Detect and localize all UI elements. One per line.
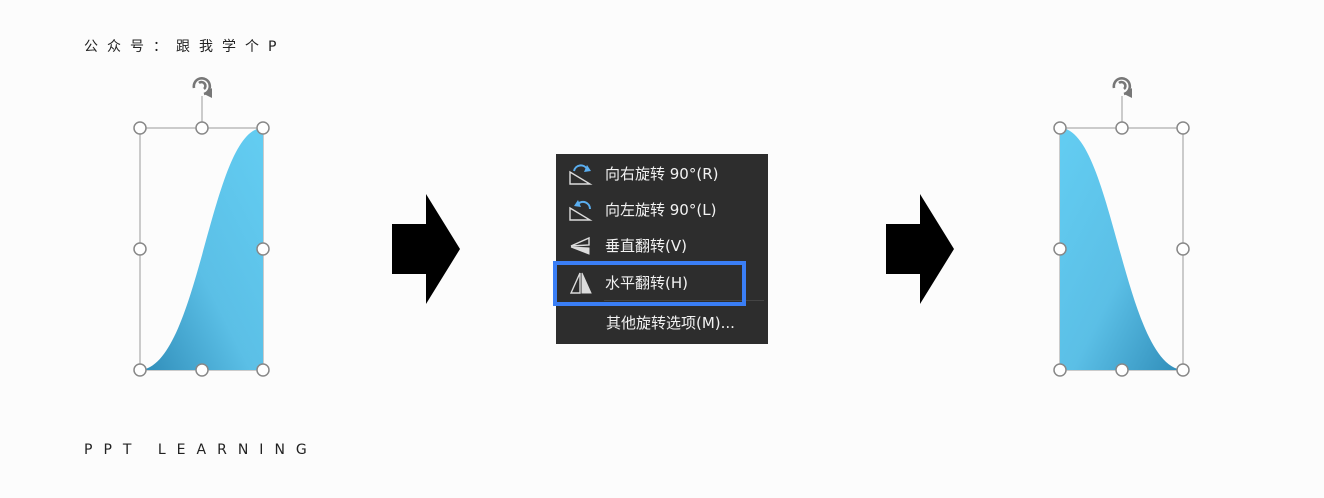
- rotate-left-icon: [569, 200, 593, 221]
- menu-label: 垂直翻转(V): [605, 237, 687, 255]
- rotate-handle-icon[interactable]: [192, 76, 212, 98]
- menu-divider: [604, 300, 764, 301]
- resize-handles[interactable]: [133, 121, 270, 377]
- rotate-context-menu: 向右旋转 90°(R) 向左旋转 90°(L) 垂直翻转(V) 水平翻转(H) …: [556, 154, 768, 344]
- shape-original[interactable]: [120, 66, 290, 388]
- flip-vertical-icon: [570, 236, 590, 255]
- flip-horizontal-icon: [569, 272, 592, 294]
- menu-item-rotate-right[interactable]: 向右旋转 90°(R): [556, 156, 768, 192]
- menu-label: 向右旋转 90°(R): [605, 165, 719, 183]
- menu-label: 其他旋转选项(M)...: [606, 314, 735, 332]
- resize-handles[interactable]: [1053, 121, 1190, 377]
- caption-ppt-learning: PPT LEARNING: [84, 442, 318, 458]
- curve-shape[interactable]: [140, 128, 263, 370]
- right-arrow-icon: [392, 194, 460, 304]
- rotate-right-icon: [569, 164, 593, 185]
- rotate-handle-icon[interactable]: [1112, 76, 1132, 98]
- caption-wechat: 公众号：跟我学个P: [84, 39, 286, 55]
- menu-label: 水平翻转(H): [605, 274, 688, 292]
- curve-shape[interactable]: [1060, 128, 1183, 370]
- menu-item-rotate-left[interactable]: 向左旋转 90°(L): [556, 192, 768, 228]
- menu-item-flip-vertical[interactable]: 垂直翻转(V): [556, 228, 768, 264]
- right-arrow-icon: [886, 194, 954, 304]
- menu-item-more-rotation-options[interactable]: 其他旋转选项(M)...: [556, 305, 768, 341]
- menu-item-flip-horizontal[interactable]: 水平翻转(H): [556, 265, 768, 301]
- menu-label: 向左旋转 90°(L): [605, 201, 717, 219]
- shape-flipped[interactable]: [1040, 66, 1210, 388]
